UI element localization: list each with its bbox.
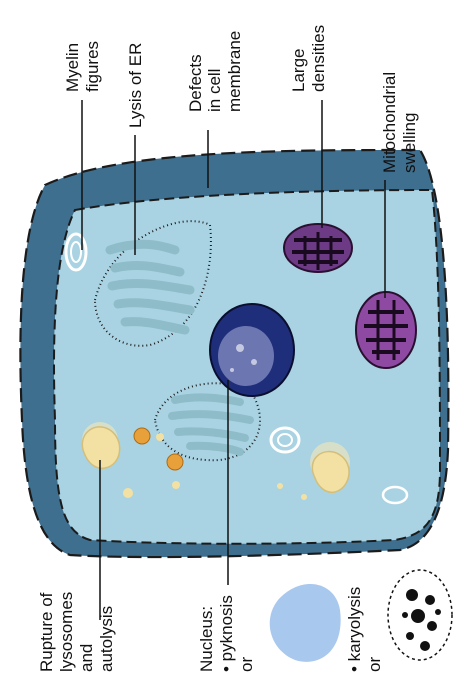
mitochondrion-swelling <box>356 292 416 368</box>
karyolysis-nucleus <box>270 584 341 662</box>
label-defects-line3: membrane <box>225 31 244 112</box>
label-myelin-line1: Myelin <box>63 43 82 92</box>
label-rupture-line1: Rupture of <box>37 592 56 672</box>
label-myelin-figures: Myelin figures <box>63 41 102 92</box>
pyknotic-nucleus <box>210 304 294 396</box>
label-large-densities: Large densities <box>289 25 328 92</box>
mitochondrion-large-densities <box>284 224 352 272</box>
label-nucleus-line3: or <box>237 657 256 672</box>
label-nucleus-line2: • pyknosis <box>217 595 236 672</box>
label-myelin-line2: figures <box>83 41 102 92</box>
label-lysis-er: Lysis of ER <box>126 43 145 128</box>
label-defects-line2: in cell <box>205 69 224 112</box>
label-rupture: Rupture of lysosomes and autolysis <box>37 592 116 672</box>
label-rupture-line3: and <box>77 644 96 672</box>
label-large-line1: Large <box>289 49 308 92</box>
label-karyo-line1: • karyolysis <box>345 587 364 672</box>
label-rupture-line2: lysosomes <box>57 592 76 672</box>
label-defects: Defects in cell membrane <box>186 31 244 112</box>
label-large-line2: densities <box>309 25 328 92</box>
label-karyo-line2: or <box>365 657 384 672</box>
label-nucleus-line1: Nucleus: <box>197 606 216 672</box>
label-mito-line1: Mitochondrial <box>380 72 399 173</box>
label-defects-line1: Defects <box>186 54 205 112</box>
label-mitochondrial-swelling: Mitochondrial swelling <box>380 72 419 173</box>
label-nucleus: Nucleus: • pyknosis or <box>197 595 256 672</box>
label-mito-line2: swelling <box>400 113 419 173</box>
label-karyolysis: • karyolysis or <box>345 587 384 672</box>
karyorrhexis-nucleus <box>388 570 452 660</box>
label-rupture-line4: autolysis <box>97 606 116 672</box>
